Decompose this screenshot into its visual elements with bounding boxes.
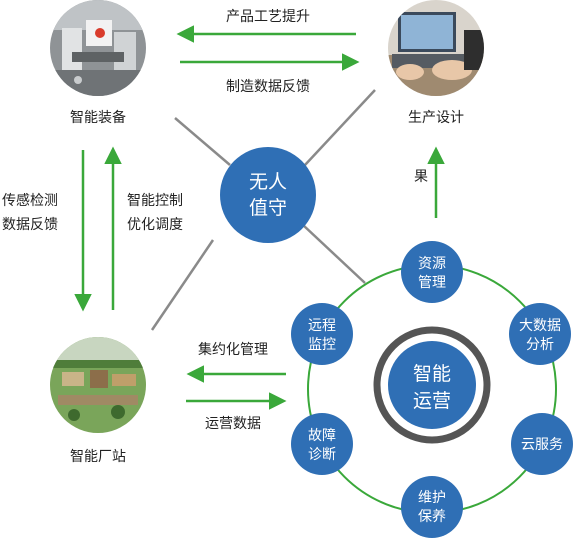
label-optimized-dispatch: 优化调度: [127, 217, 183, 233]
label-smart-control: 智能控制: [127, 193, 183, 209]
hub-title-line1: 智能: [413, 363, 451, 385]
equipment-label: 智能装备: [70, 109, 126, 126]
label-operation-data: 运营数据: [205, 416, 261, 432]
design-image: [388, 0, 484, 96]
hub-node-diagnosis-line2: 诊断: [308, 447, 336, 463]
hub-node-monitoring-line2: 监控: [308, 337, 336, 353]
hub-node-diagnosis-line1: 故障: [308, 428, 336, 444]
hub-node-resource: 资源 管理: [401, 241, 463, 303]
unmanned-line1: 无人: [249, 171, 287, 193]
hub-node-bigdata: 大数据 分析: [509, 303, 571, 365]
label-manufacturing-feedback: 制造数据反馈: [226, 79, 310, 95]
equipment-image: [50, 0, 146, 96]
hub-node-cloud: 云服务: [511, 413, 573, 475]
label-result-partial: 果: [414, 169, 428, 185]
label-data-feedback: 数据反馈: [2, 217, 58, 233]
hub-node-monitoring-line1: 远程: [308, 318, 336, 334]
label-intensive-management: 集约化管理: [198, 341, 268, 358]
factory-image: [50, 337, 146, 433]
unmanned-node: [220, 147, 316, 243]
factory-label: 智能厂站: [70, 449, 126, 465]
hub-node-maintenance-line1: 维护: [418, 490, 446, 506]
hub-node-maintenance: 维护 保养: [401, 476, 463, 538]
hub-node-resource-line1: 资源: [418, 256, 446, 272]
hub-node-cloud-line1: 云服务: [521, 437, 563, 453]
hub-node-bigdata-line2: 分析: [526, 337, 554, 353]
label-sensing: 传感检测: [2, 192, 58, 209]
connector-lines: [150, 89, 376, 331]
hub-node-maintenance-line2: 保养: [418, 509, 446, 525]
unmanned-line2: 值守: [249, 197, 287, 219]
hub-node-resource-line2: 管理: [418, 275, 446, 291]
hub-core: [388, 341, 476, 429]
design-label: 生产设计: [408, 110, 464, 126]
hub-outer-ring: [373, 326, 491, 444]
hub-node-diagnosis: 故障 诊断: [291, 413, 353, 475]
hub-node-monitoring: 远程 监控: [291, 303, 353, 365]
hub-node-bigdata-line1: 大数据: [519, 318, 561, 334]
flow-arrows: [74, 25, 445, 410]
label-product-improvement: 产品工艺提升: [226, 9, 310, 25]
hub-title-line2: 运营: [413, 390, 451, 412]
